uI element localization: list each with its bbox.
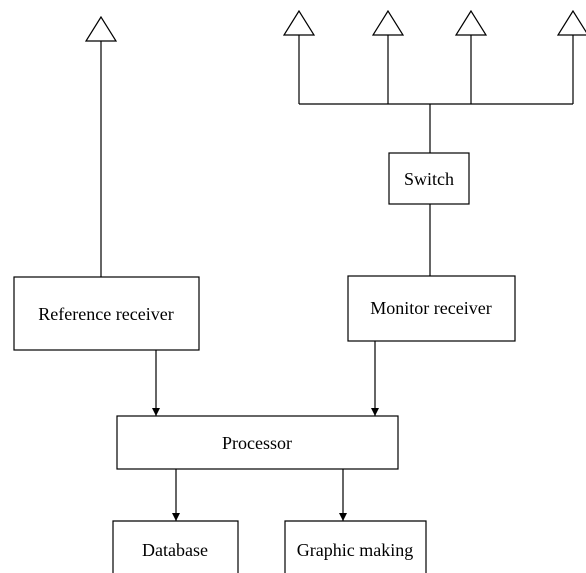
monitor-antenna-4-icon [556, 9, 586, 36]
monitor-antenna-2-icon [371, 9, 405, 36]
reference-antenna-icon [84, 15, 118, 42]
monitor-receiver-label: Monitor receiver [370, 298, 491, 318]
monitor-antenna-1-icon [282, 9, 316, 36]
database-label: Database [142, 540, 208, 560]
graphic-making-box [284, 520, 427, 573]
switch-box [388, 152, 470, 205]
monitor-receiver-box [347, 275, 516, 342]
reference-receiver-box [13, 276, 200, 351]
database-box [112, 520, 239, 573]
processor-label: Processor [222, 433, 292, 453]
switch-label: Switch [404, 169, 454, 189]
processor-box [116, 415, 399, 470]
monitor-antenna-3-icon [454, 9, 488, 36]
reference-receiver-label: Reference receiver [38, 304, 173, 324]
graphic-making-label: Graphic making [297, 540, 413, 560]
